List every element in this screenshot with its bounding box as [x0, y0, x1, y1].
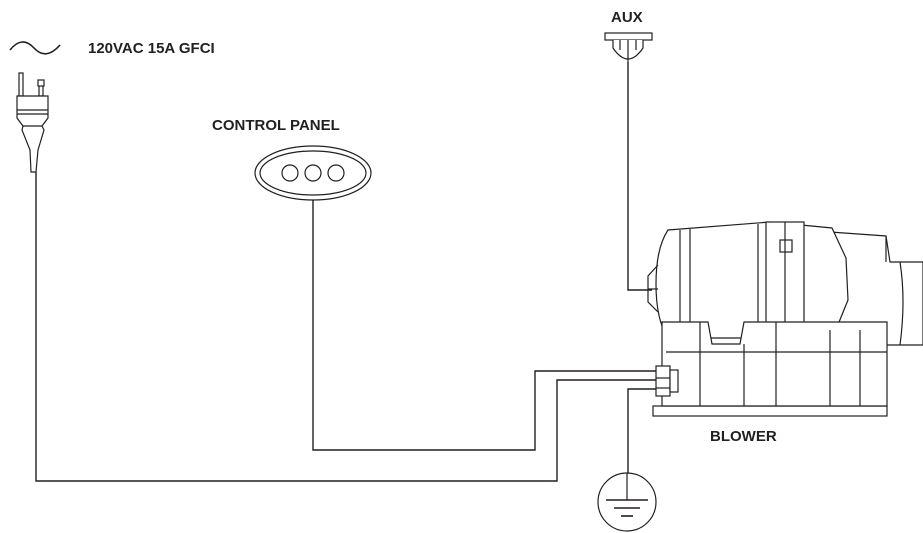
ac-sine-icon	[9, 41, 61, 55]
wiring	[35, 62, 657, 482]
ground-symbol-icon	[597, 472, 657, 532]
aux-connector-icon	[604, 32, 653, 62]
power-label: 120VAC 15A GFCI	[88, 40, 215, 57]
control-panel-label: CONTROL PANEL	[212, 117, 340, 134]
control-panel-icon	[254, 145, 372, 201]
blower-motor-icon	[647, 221, 923, 417]
blower-label: BLOWER	[710, 428, 777, 445]
aux-label: AUX	[611, 9, 643, 26]
power-plug-icon	[16, 72, 49, 173]
